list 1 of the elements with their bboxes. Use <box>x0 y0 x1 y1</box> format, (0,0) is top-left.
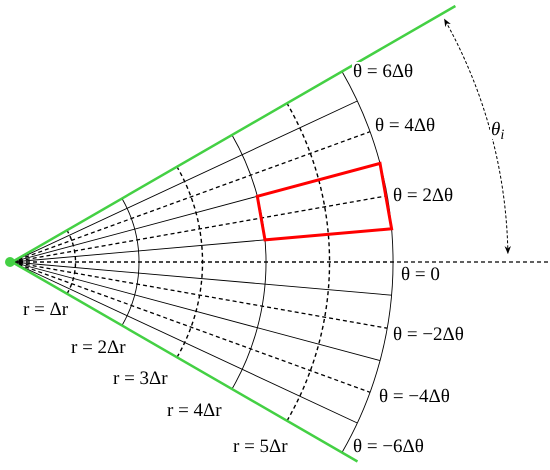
axis-label: θ$_{i}$ <box>490 120 506 139</box>
